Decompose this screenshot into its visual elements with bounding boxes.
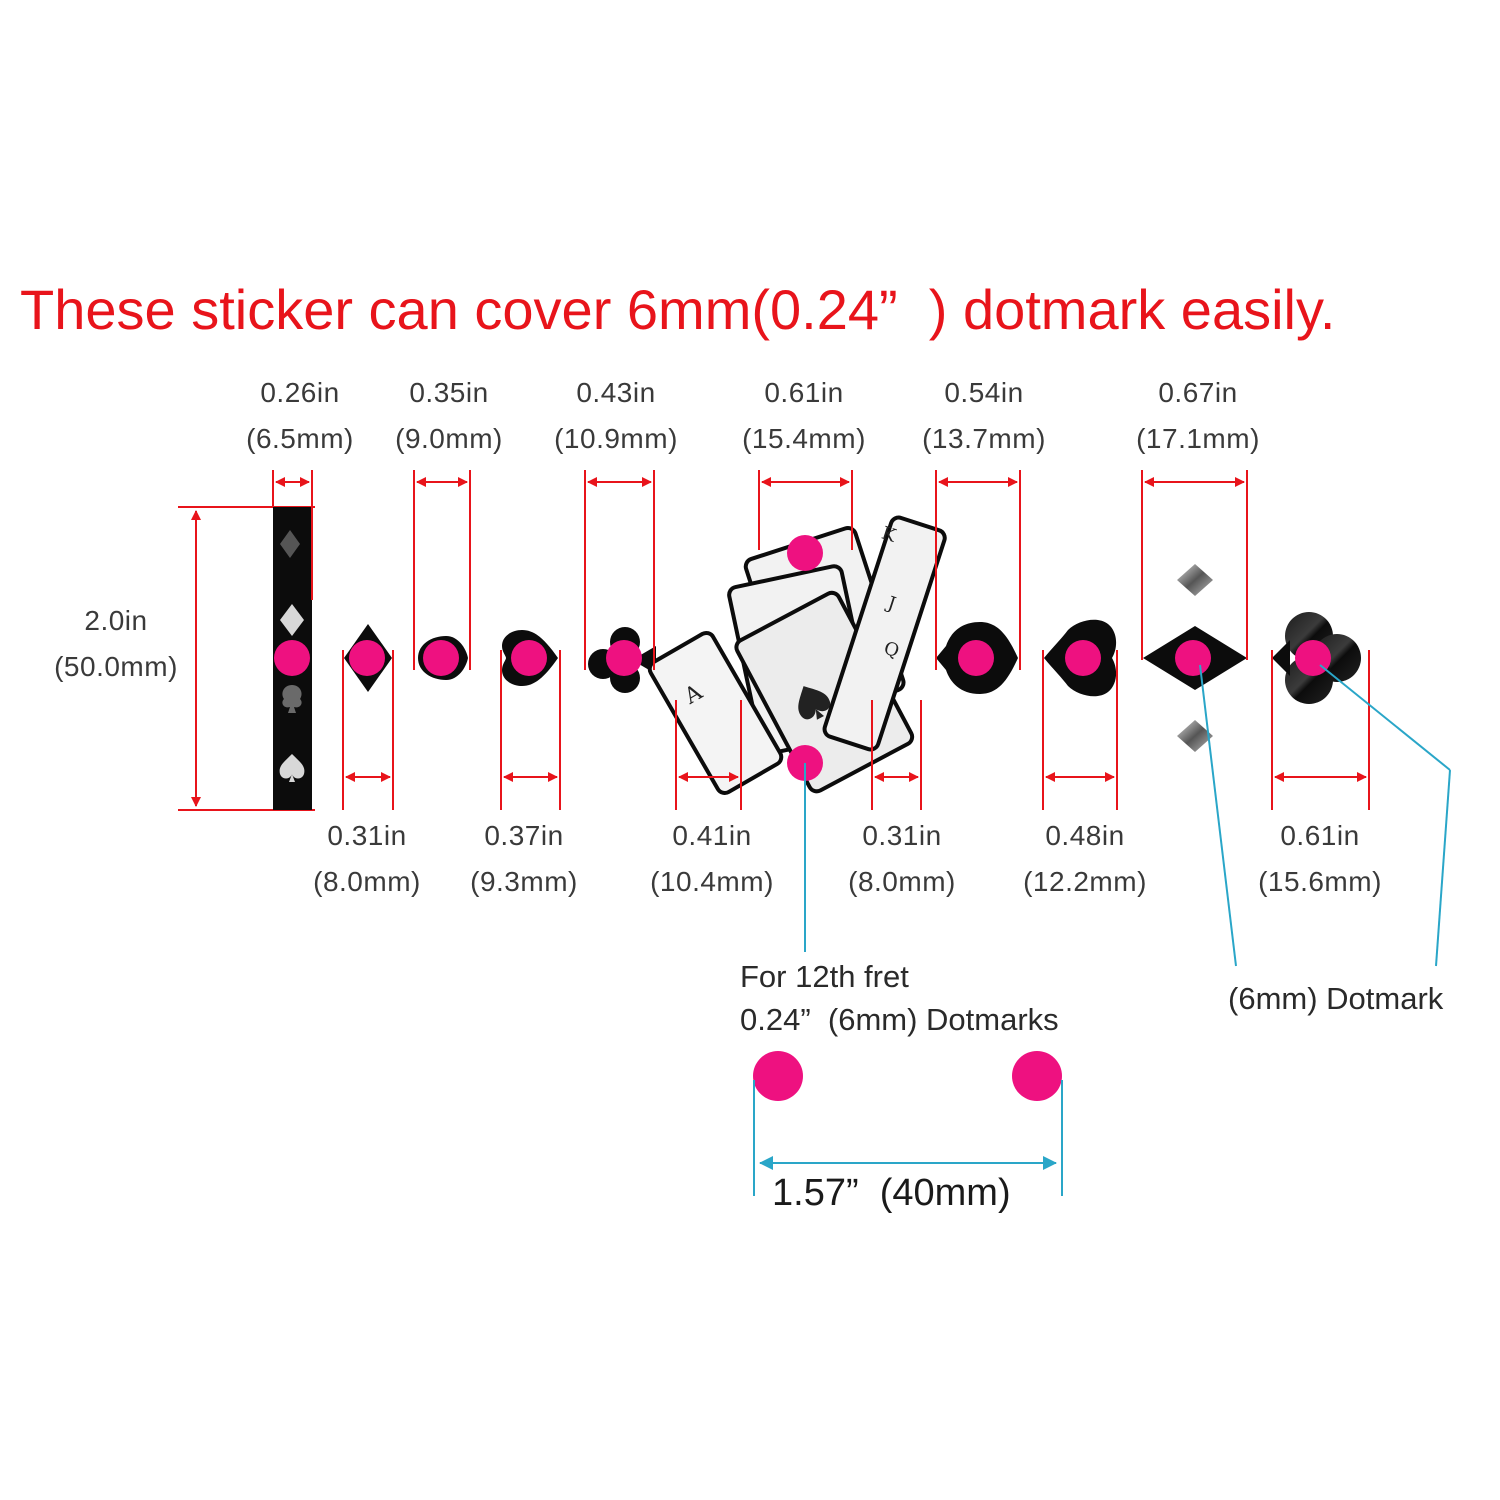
top-width-label-5: 0.54in (13.7mm) [922,370,1046,462]
height-label: 2.0in (50.0mm) [54,598,178,690]
dot-spacing-label: 1.57” (40mm) [772,1172,1011,1214]
top-width-1-mm: (6.5mm) [246,423,354,454]
bottom-width-4-in: 0.31in [862,820,942,851]
top-width-2-in: 0.35in [409,377,489,408]
dotmark-small-spade [423,640,459,676]
height-label-mm: (50.0mm) [54,651,178,682]
top-width-1-in: 0.26in [260,377,340,408]
top-width-label-3: 0.43in (10.9mm) [554,370,678,462]
top-width-3-mm: (10.9mm) [554,423,678,454]
bottom-width-4-mm: (8.0mm) [848,866,956,897]
dotmark-large-spade [958,640,994,676]
dotmark-card-top [787,535,823,571]
bottom-width-3-mm: (10.4mm) [650,866,774,897]
top-width-4-mm: (15.4mm) [742,423,866,454]
bottom-width-5-in: 0.48in [1045,820,1125,851]
top-width-label-4: 0.61in (15.4mm) [742,370,866,462]
bottom-width-label-6: 0.61in (15.6mm) [1258,813,1382,905]
dotmark-diamond-set [1175,640,1211,676]
dotmark-large-heart [1065,640,1101,676]
bottom-width-label-4: 0.31in (8.0mm) [848,813,956,905]
top-width-5-mm: (13.7mm) [922,423,1046,454]
bottom-width-6-mm: (15.6mm) [1258,866,1382,897]
top-width-label-6: 0.67in (17.1mm) [1136,370,1260,462]
bottom-width-6-in: 0.61in [1280,820,1360,851]
bottom-width-label-3: 0.41in (10.4mm) [650,813,774,905]
bottom-width-label-5: 0.48in (12.2mm) [1023,813,1147,905]
bottom-width-label-1: 0.31in (8.0mm) [313,813,421,905]
fret-note-line1: For 12th fret [740,959,909,994]
bottom-width-2-mm: (9.3mm) [470,866,578,897]
top-width-4-in: 0.61in [764,377,844,408]
bottom-width-3-in: 0.41in [672,820,752,851]
bottom-width-dimensions [342,650,1370,810]
dotmark-diamond [349,640,385,676]
top-width-6-in: 0.67in [1158,377,1238,408]
fret-note: For 12th fret 0.24” (6mm) Dotmarks [740,955,1059,1041]
top-width-label-2: 0.35in (9.0mm) [395,370,503,462]
dotmark-club [606,640,642,676]
fret-note-line2: 0.24” (6mm) Dotmarks [740,1002,1059,1037]
top-width-3-in: 0.43in [576,377,656,408]
bottom-width-5-mm: (12.2mm) [1023,866,1147,897]
top-width-2-mm: (9.0mm) [395,423,503,454]
headline: These sticker can cover 6mm(0.24” ) dotm… [20,278,1336,341]
top-width-6-mm: (17.1mm) [1136,423,1260,454]
top-width-5-in: 0.54in [944,377,1024,408]
top-width-dimensions [272,470,1248,670]
height-label-in: 2.0in [84,605,148,636]
bottom-width-label-2: 0.37in (9.3mm) [470,813,578,905]
dotmark-heart [511,640,547,676]
dotmark-note: (6mm) Dotmark [1228,981,1444,1016]
bottom-width-2-in: 0.37in [484,820,564,851]
top-width-label-1: 0.26in (6.5mm) [246,370,354,462]
svg-text:Q: Q [881,638,902,663]
leader-lines [753,664,1451,1196]
dotmark-strip [274,640,310,676]
bottom-width-1-in: 0.31in [327,820,407,851]
bottom-width-1-mm: (8.0mm) [313,866,421,897]
dotmark-example-left [753,1051,803,1101]
dotmark-example-right [1012,1051,1062,1101]
